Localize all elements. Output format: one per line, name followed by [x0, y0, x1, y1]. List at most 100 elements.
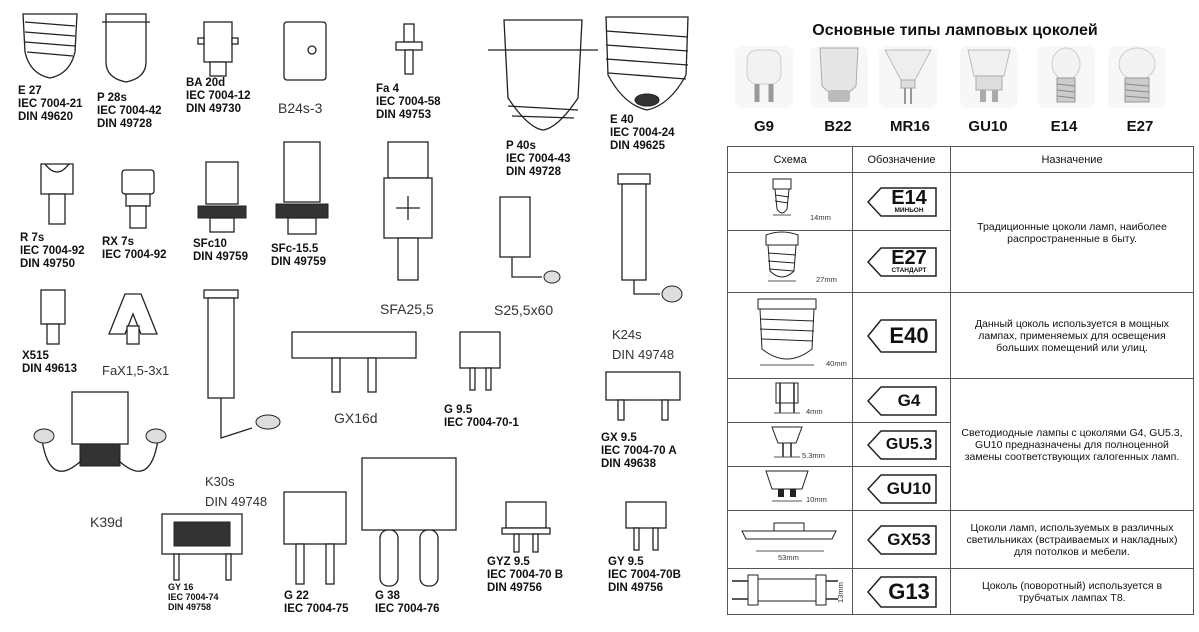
header-code: Обозначение — [852, 146, 951, 173]
header-purpose: Назначение — [950, 146, 1194, 173]
scheme-gu10: 10mm — [727, 466, 853, 511]
dim-e14: 14mm — [810, 213, 831, 222]
purpose-led: Светодиодные лампы с цоколями G4, GU5.3,… — [950, 378, 1194, 511]
p28s-base-drawing — [102, 13, 150, 83]
code-g4: G4 — [852, 378, 951, 423]
fax15-base-drawing — [108, 293, 158, 345]
code-e40: E40 — [852, 292, 951, 379]
sfa255-base-drawing — [383, 141, 433, 281]
photo-label-g9: G9 — [753, 118, 774, 135]
photo-label-e27: E27 — [1126, 118, 1154, 135]
e27-bulb-photo — [1108, 46, 1166, 108]
label-k39d: K39d — [90, 514, 123, 530]
sfc10-base-drawing — [197, 161, 247, 233]
g38-base-drawing — [361, 457, 457, 587]
photo-label-b22: B22 — [824, 118, 852, 135]
label-b24s3: B24s-3 — [278, 100, 323, 116]
scheme-gu53: 5.3mm — [727, 422, 853, 467]
s255x60-base-drawing — [499, 196, 561, 284]
purpose-gx53: Цоколи ламп, используемых в различных св… — [950, 510, 1194, 569]
g22-base-drawing — [283, 491, 347, 585]
label-s255x60: S25,5x60 — [494, 302, 554, 318]
photo-label-mr16: MR16 — [889, 118, 930, 135]
sfc155-base-drawing — [275, 141, 329, 235]
k39d-base-drawing — [33, 391, 167, 472]
code-g13: G13 — [852, 568, 951, 615]
label-fax15: FaX1,5-3x1 — [102, 363, 170, 378]
scheme-e14: 14mm — [727, 172, 853, 231]
table-row: 53mm GX53 Цоколи ламп, используемых в ра… — [727, 510, 1194, 569]
gy16-base-drawing — [161, 513, 243, 581]
dim-e40: 40mm — [826, 359, 847, 368]
dim-gx53: 53mm — [778, 553, 799, 562]
g9-bulb-photo — [735, 46, 793, 108]
table-row: 13mm G13 Цоколь (поворотный) используетс… — [727, 568, 1194, 615]
e40-base-drawing — [605, 16, 689, 111]
g95-base-drawing — [459, 331, 501, 391]
e27-base-drawing — [22, 13, 78, 79]
rx7s-base-drawing — [121, 169, 155, 229]
b24s3-base-drawing — [283, 21, 327, 81]
x515-base-drawing — [40, 289, 66, 345]
table-header-row: Схема Обозначение Назначение — [727, 146, 1194, 173]
ba20d-base-drawing — [197, 21, 239, 77]
photo-label-gu10: GU10 — [968, 118, 1008, 135]
panel-title: Основные типы ламповых цоколей — [812, 22, 1098, 39]
dim-e27: 27mm — [816, 275, 837, 284]
k30s-base-drawing — [203, 289, 281, 439]
table-row: 4mm G4 Светодиодные лампы с цоколями G4,… — [727, 378, 1194, 511]
p40s-base-drawing — [488, 19, 598, 131]
b22-bulb-photo — [810, 46, 868, 108]
purpose-e40: Данный цоколь используется в мощных ламп… — [950, 292, 1194, 379]
scheme-g13: 13mm — [727, 568, 853, 615]
dim-g4: 4mm — [806, 407, 823, 416]
code-gu10: GU10 — [852, 466, 951, 511]
label-gx16d: GX16d — [334, 410, 378, 426]
dim-gu10: 10mm — [806, 495, 827, 504]
code-gu53: GU5.3 — [852, 422, 951, 467]
gy95-base-drawing — [625, 501, 667, 551]
scheme-e27: 27mm — [727, 230, 853, 293]
table-row: 10mm GU10 — [727, 466, 1194, 511]
mr16-bulb-photo — [879, 46, 937, 108]
k24s-base-drawing — [617, 173, 683, 303]
scheme-e40: 40mm — [727, 292, 853, 379]
dim-g13: 13mm — [836, 582, 845, 603]
r7s-base-drawing — [40, 163, 74, 225]
table-row: 40mm E40 Данный цоколь используется в мо… — [727, 292, 1194, 379]
dim-gu53: 5.3mm — [802, 451, 825, 460]
scheme-gx53: 53mm — [727, 510, 853, 569]
e14-bulb-photo — [1037, 46, 1095, 108]
fa4-base-drawing — [395, 23, 423, 75]
header-scheme: Схема — [727, 146, 853, 173]
code-gx53: GX53 — [852, 510, 951, 569]
purpose-g13: Цоколь (поворотный) используется в трубч… — [950, 568, 1194, 615]
gx95-base-drawing — [605, 371, 681, 421]
label-sfa255: SFA25,5 — [380, 301, 434, 317]
